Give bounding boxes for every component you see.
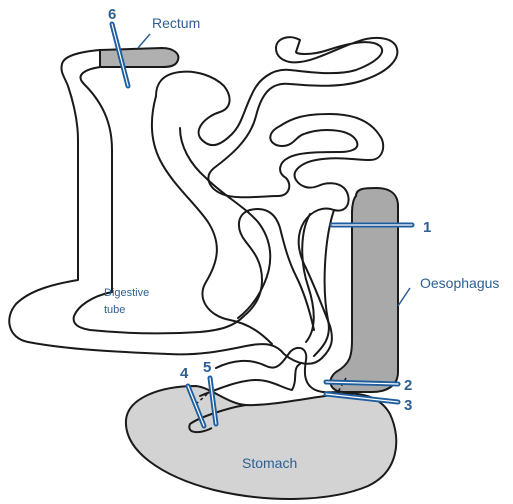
digestive-tube-label-line2: tube xyxy=(104,304,125,316)
cut-marker-label-2: 2 xyxy=(404,377,412,394)
cut-marker-label-6: 6 xyxy=(108,6,116,23)
oesophagus-label: Oesophagus xyxy=(420,275,499,291)
digestive-tube-label-line1: Digestive xyxy=(104,287,149,299)
oesophagus-leader-line xyxy=(398,288,410,306)
tube-right-segment xyxy=(302,210,334,356)
rectum-leader-line xyxy=(138,34,150,48)
cut-marker-label-1: 1 xyxy=(423,219,431,236)
oesophagus-shape xyxy=(330,188,398,392)
stomach-label: Stomach xyxy=(242,455,297,471)
rectum-shape xyxy=(100,48,178,67)
digestive-tube-outline xyxy=(9,37,397,364)
tube-stomach-connection xyxy=(200,348,340,396)
rectum-label: Rectum xyxy=(152,15,200,31)
cut-marker-2 xyxy=(326,382,398,384)
cut-marker-label-4: 4 xyxy=(180,365,189,382)
cut-marker-label-3: 3 xyxy=(404,397,412,414)
cut-marker-label-5: 5 xyxy=(203,359,211,376)
stomach-shape xyxy=(126,386,396,499)
